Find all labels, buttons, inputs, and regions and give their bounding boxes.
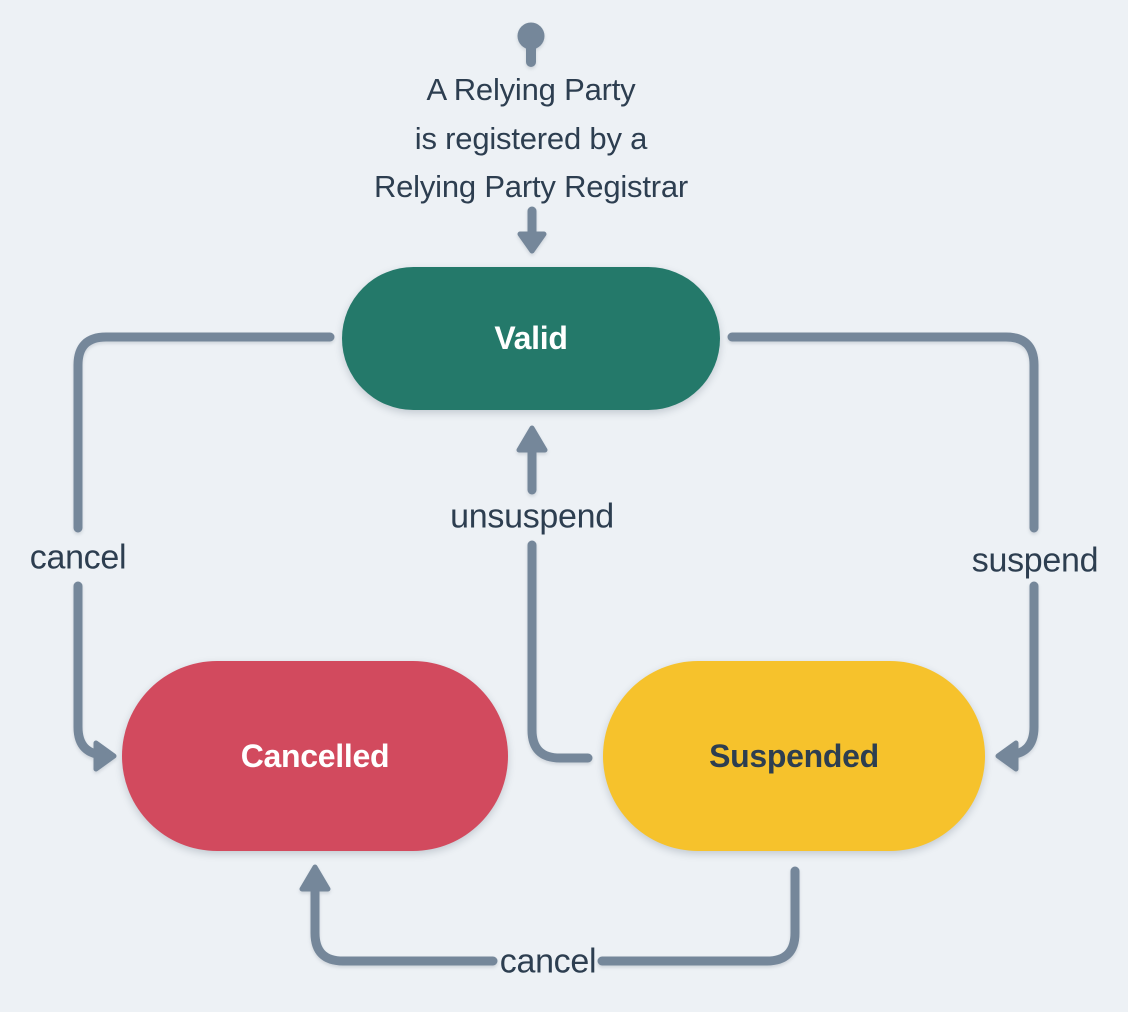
edge-start-to-valid <box>517 206 547 254</box>
start-annotation: A Relying Party is registered by a Relyi… <box>271 66 791 212</box>
state-suspended-label: Suspended <box>709 737 879 774</box>
state-cancelled: Cancelled <box>122 661 508 851</box>
edge-suspended-to-cancelled <box>299 864 800 966</box>
edge-valid-to-cancelled <box>73 332 335 772</box>
transition-label-cancel-left: cancel <box>29 538 127 577</box>
start-state-icon <box>517 22 545 67</box>
start-annotation-line-2: is registered by a <box>414 120 648 156</box>
state-cancelled-label: Cancelled <box>240 737 390 774</box>
start-annotation-line-3: Relying Party Registrar <box>373 169 689 204</box>
transition-label-cancel-bottom: cancel <box>499 942 597 981</box>
transition-label-suspend: suspend <box>971 541 1099 580</box>
transition-label-unsuspend: unsuspend <box>450 497 614 536</box>
state-valid: Valid <box>342 267 720 410</box>
start-annotation-line-1: A Relying Party <box>426 72 636 107</box>
state-suspended: Suspended <box>603 661 985 851</box>
edge-suspended-to-valid <box>516 425 593 763</box>
edge-valid-to-suspended <box>727 332 1039 772</box>
state-valid-label: Valid <box>494 320 568 356</box>
